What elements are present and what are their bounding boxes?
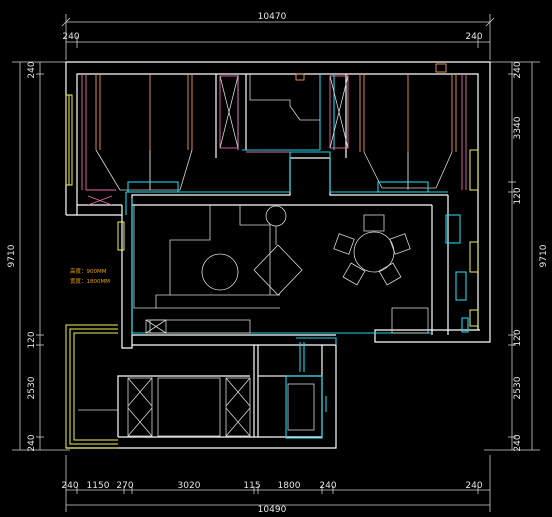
closet-center <box>246 73 320 153</box>
dim-left-total: 9710 <box>7 244 17 267</box>
note-width: 宽度：1800MM <box>70 277 110 285</box>
dim-bottom-seg-4: 3020 <box>178 481 201 491</box>
dim-right-seg-6: 240 <box>513 434 523 451</box>
dining-set <box>333 214 429 334</box>
dim-left-seg-4: 240 <box>27 434 37 451</box>
bedroom-right <box>329 63 467 193</box>
kitchen <box>78 375 327 437</box>
dim-top-total: 10470 <box>258 12 287 22</box>
dim-bottom-seg-1: 240 <box>61 481 78 491</box>
dim-bottom-total: 10490 <box>258 505 287 515</box>
dim-right-seg-5: 2530 <box>513 376 523 399</box>
dim-right-seg-3: 120 <box>513 187 523 204</box>
note-height: 高度：900MM <box>70 267 107 275</box>
dim-bottom-seg-6: 1800 <box>278 481 301 491</box>
bedroom-left <box>81 74 239 206</box>
windows <box>65 94 479 449</box>
walls <box>65 61 491 449</box>
dimension-lines <box>12 14 540 512</box>
dim-right-seg-4: 120 <box>513 329 523 346</box>
dim-left-seg-3: 2530 <box>27 376 37 399</box>
dim-bottom-seg-3: 270 <box>116 481 133 491</box>
dim-right-seg-1: 240 <box>513 61 523 78</box>
dim-bottom-seg-5: 115 <box>243 481 260 491</box>
dim-top-right: 240 <box>465 32 482 42</box>
dim-right-total: 9710 <box>539 244 549 267</box>
dim-bottom-seg-2: 1150 <box>87 481 110 491</box>
living-room <box>133 205 303 334</box>
dim-bottom-seg-7: 240 <box>319 481 336 491</box>
cabinet-outlines <box>125 74 469 439</box>
dim-bottom-seg-8: 240 <box>465 481 482 491</box>
dim-top-left: 240 <box>62 32 79 42</box>
dim-left-seg-1: 240 <box>27 61 37 78</box>
dim-left-seg-2: 120 <box>27 331 37 348</box>
dim-right-seg-2: 3340 <box>513 116 523 139</box>
